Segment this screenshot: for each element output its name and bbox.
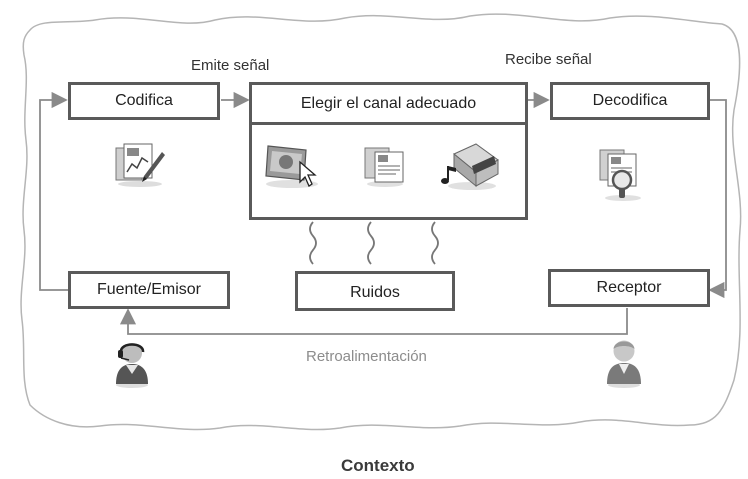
decodifica-box: Decodifica [550, 82, 710, 120]
arrow-fuente-codifica [39, 91, 68, 291]
noise-squiggle-1 [309, 221, 317, 265]
ruidos-box: Ruidos [295, 271, 455, 311]
ruidos-label: Ruidos [350, 284, 400, 301]
codifica-label: Codifica [115, 92, 173, 109]
recibe-senal-label: Recibe señal [505, 51, 592, 68]
person-headset-icon [116, 343, 148, 388]
noise-squiggle-2 [367, 221, 375, 265]
document-magnifier-icon [599, 149, 641, 201]
fuente-emisor-box: Fuente/Emisor [68, 271, 230, 309]
documents-icon [364, 147, 404, 187]
multimedia-music-film-icon [441, 143, 499, 190]
person-icon [607, 340, 641, 388]
noise-squiggle-3 [431, 221, 439, 265]
codifica-box: Codifica [68, 82, 220, 120]
receptor-box: Receptor [548, 269, 710, 307]
computer-screen-cursor-icon [265, 145, 318, 188]
receptor-label: Receptor [596, 279, 662, 296]
canal-header: Elegir el canal adecuado [252, 85, 525, 125]
contexto-label: Contexto [341, 456, 415, 475]
arrow-retroalimentacion [119, 308, 628, 335]
retroalimentacion-label: Retroalimentación [306, 348, 427, 365]
emite-senal-label: Emite señal [191, 57, 270, 74]
canal-label: Elegir el canal adecuado [300, 94, 477, 112]
arrow-decodifica-receptor [708, 99, 727, 299]
fuente-emisor-label: Fuente/Emisor [96, 281, 202, 298]
decodifica-label: Decodifica [592, 92, 668, 109]
document-chart-edit-icon [115, 143, 165, 187]
